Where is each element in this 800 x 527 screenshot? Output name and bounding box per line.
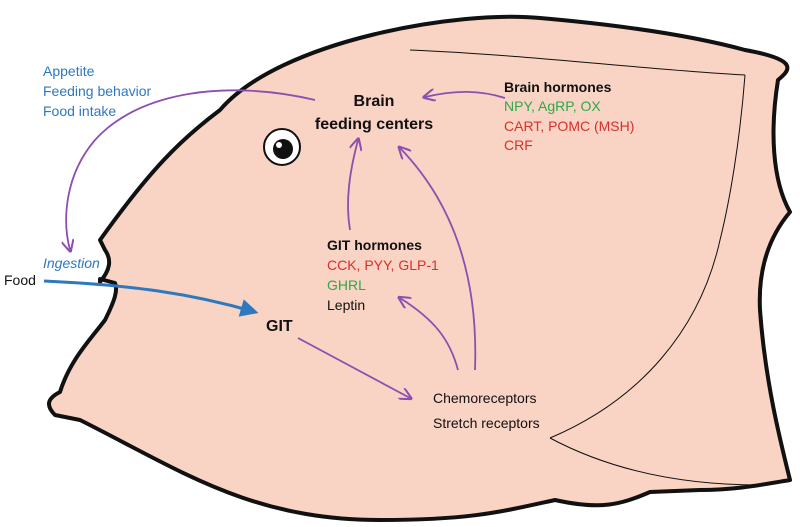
brain-label-line2: feeding centers xyxy=(315,116,433,133)
git-hormones-anorexigenic: CCK, PYY, GLP-1 xyxy=(327,257,439,273)
gill-line xyxy=(549,74,746,439)
tail-bottom-line xyxy=(549,437,761,486)
git-hormones-heading: GIT hormones xyxy=(327,237,422,253)
arrow-receptors-to-brain xyxy=(400,148,477,371)
fish-eye-icon xyxy=(263,128,301,166)
effect-food-intake: Food intake xyxy=(43,103,116,119)
arrow-git-to-receptors xyxy=(297,337,410,398)
brain-hormones-orexigenic: NPY, AgRP, OX xyxy=(504,98,601,114)
arrow-brain-to-effects xyxy=(66,89,316,250)
arrow-git-hormones-to-brain xyxy=(347,140,358,231)
git-label: GIT xyxy=(266,318,293,335)
chemoreceptors-label: Chemoreceptors xyxy=(433,390,537,406)
arrow-hormones-to-brain xyxy=(425,92,506,98)
effect-feeding-behavior: Feeding behavior xyxy=(43,83,152,99)
git-hormones-orexigenic: GHRL xyxy=(327,277,366,293)
food-label: Food xyxy=(4,272,36,288)
brain-hormones-heading: Brain hormones xyxy=(504,79,612,95)
ingestion-label: Ingestion xyxy=(43,255,100,271)
git-hormones-leptin: Leptin xyxy=(327,297,365,313)
tail-fin-line xyxy=(409,49,746,76)
brain-label-line1: Brain xyxy=(354,93,395,110)
brain-hormones-anorexigenic-1: CART, POMC (MSH) xyxy=(504,118,634,134)
fish-body xyxy=(47,14,792,522)
arrow-receptors-to-git-hormones xyxy=(400,298,459,371)
stretch-receptors-label: Stretch receptors xyxy=(433,415,540,431)
effect-appetite: Appetite xyxy=(43,63,95,79)
brain-hormones-anorexigenic-2: CRF xyxy=(504,137,533,153)
arrow-food-to-git xyxy=(43,279,259,317)
